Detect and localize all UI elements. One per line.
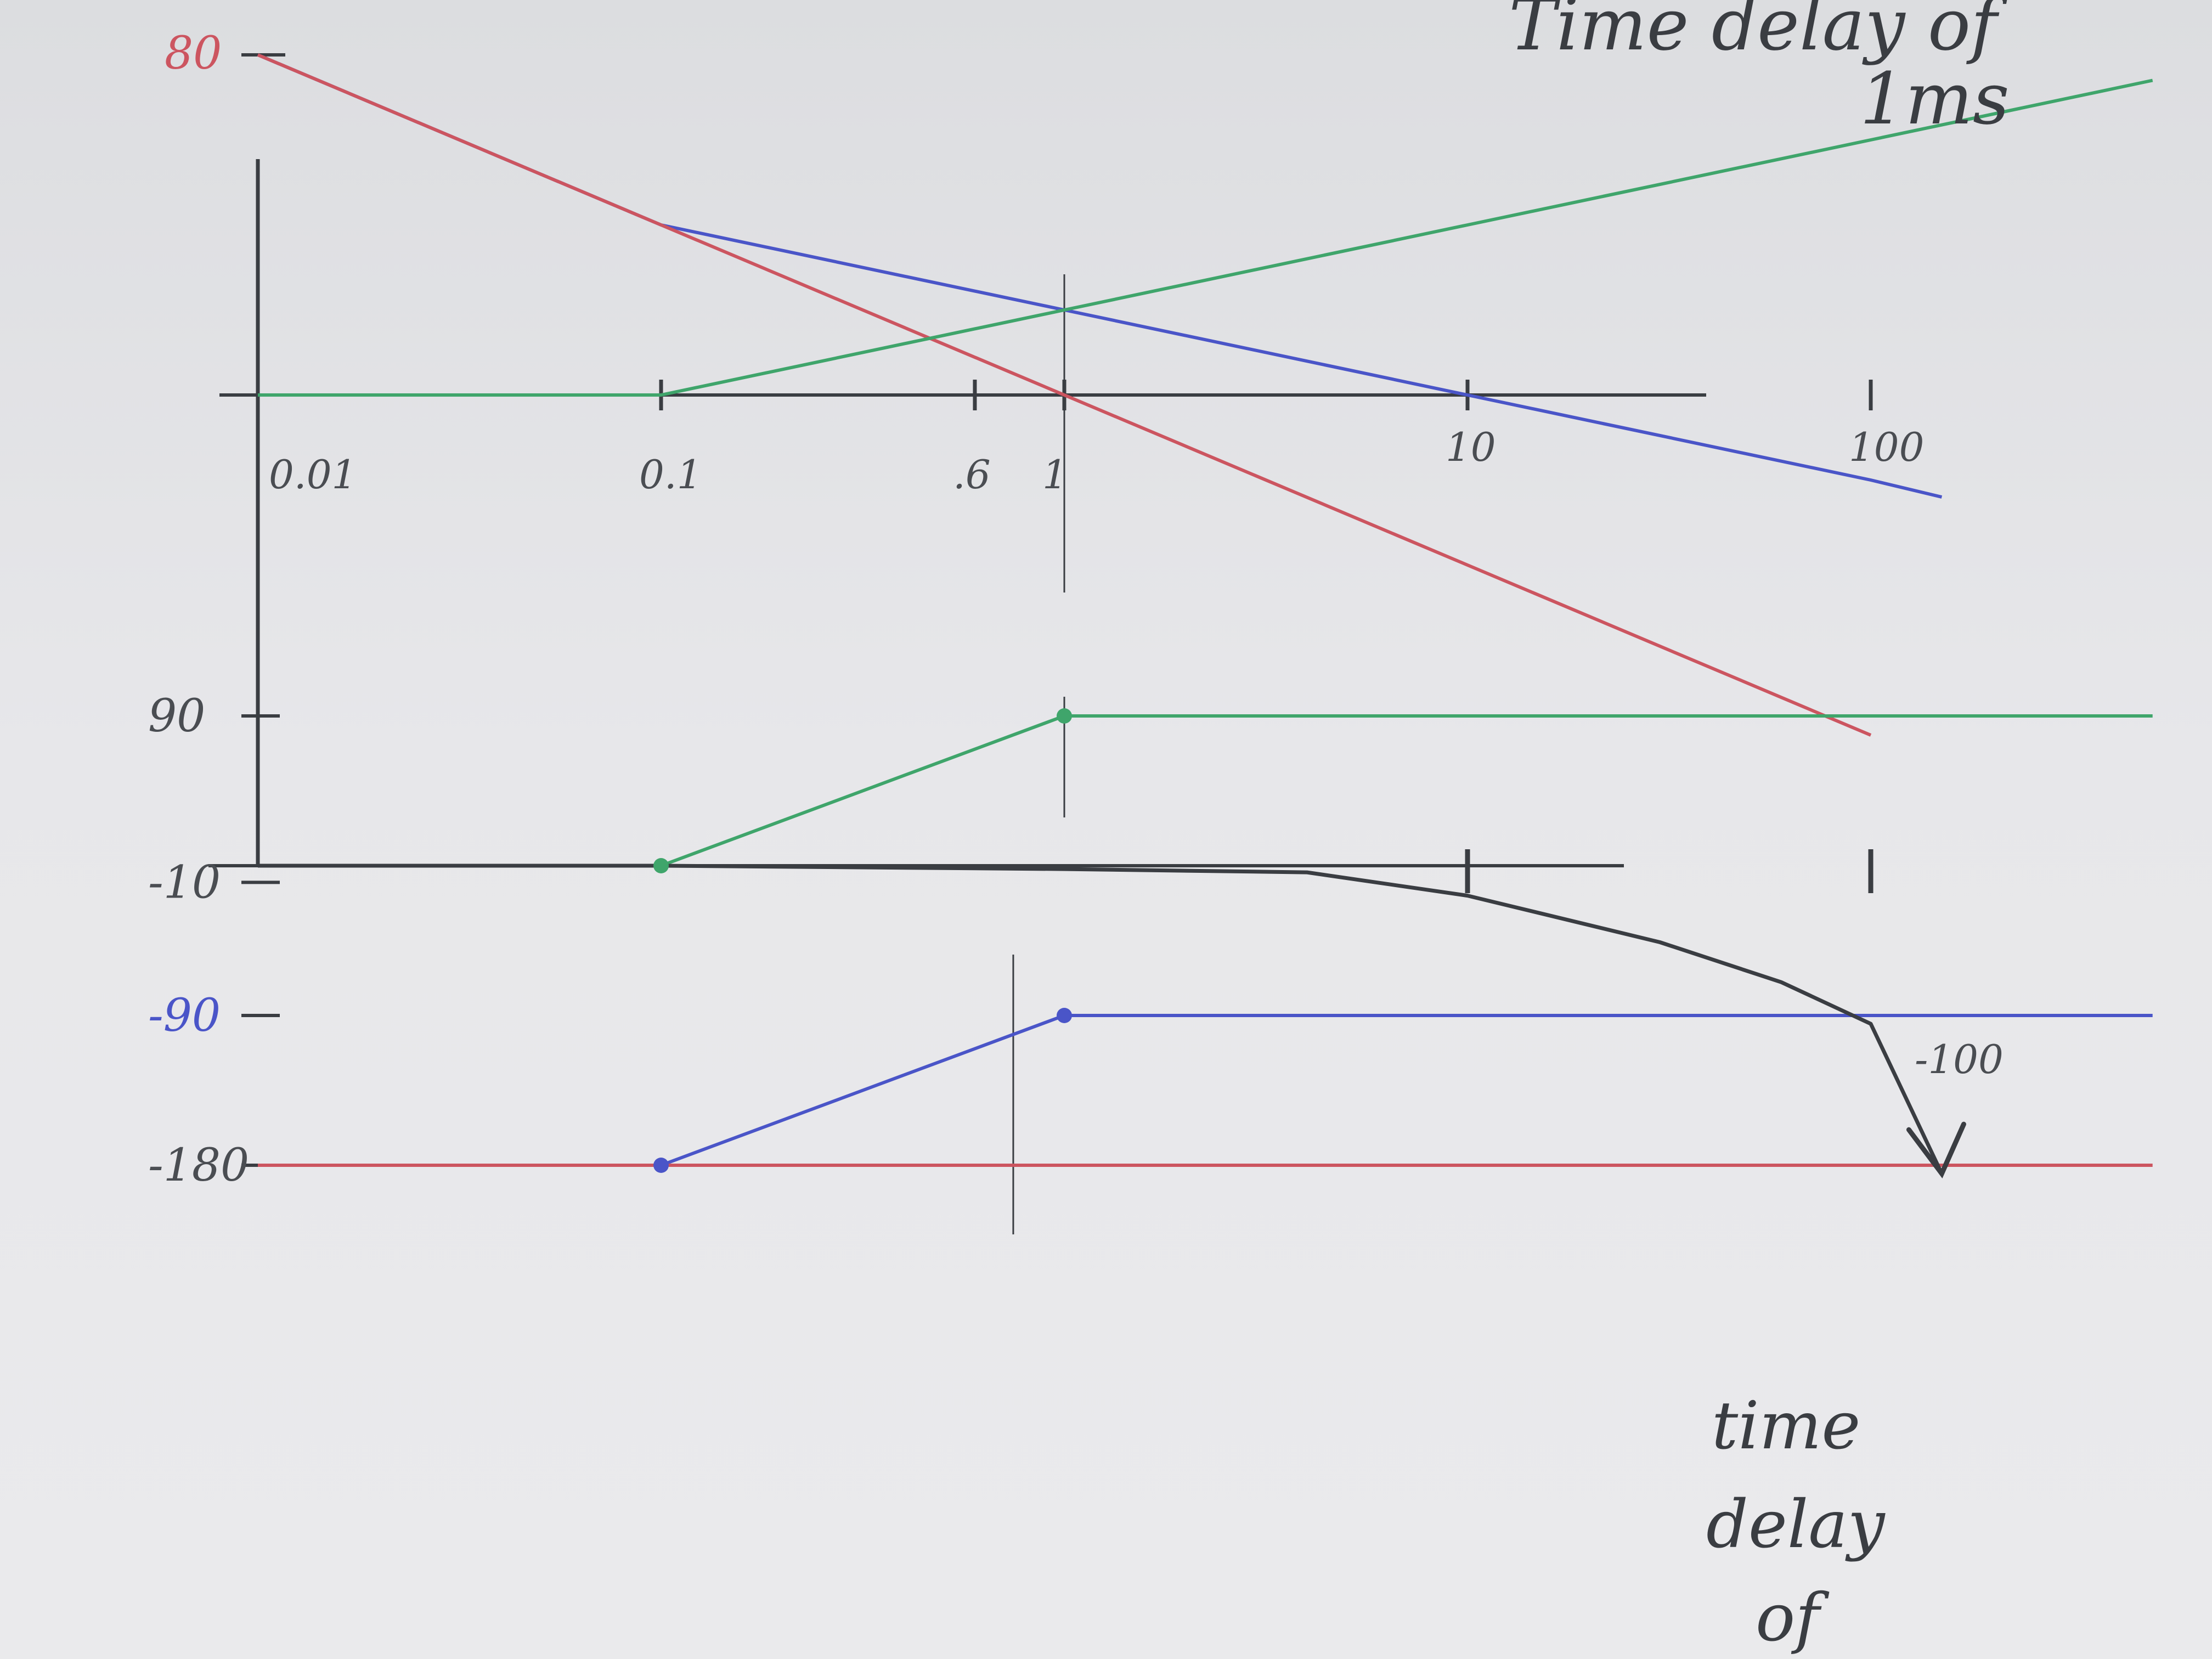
corner-point bbox=[653, 1158, 669, 1173]
phase-series-blue bbox=[258, 1014, 2153, 1167]
note-arrow-line2: delay bbox=[1706, 1487, 1886, 1563]
phase-series-green bbox=[258, 714, 2153, 867]
mag-x-tick-label: 0.01 bbox=[269, 452, 357, 498]
note-top-right-line2: 1ms bbox=[1860, 57, 2010, 140]
corner-point bbox=[1057, 1008, 1072, 1023]
phase-y-tick-label: 90 bbox=[148, 690, 205, 742]
mag-series-blue bbox=[257, 53, 1943, 499]
axes-layer bbox=[208, 53, 1874, 1234]
mag-x-tick-label: 100 bbox=[1849, 424, 1924, 470]
delay-arrowhead bbox=[1906, 1121, 1966, 1178]
mag-series-red bbox=[257, 53, 1872, 737]
mag-x-tick-label: 0.1 bbox=[639, 452, 702, 498]
phase-series-pencil bbox=[258, 864, 1944, 1175]
labels-layer: 0.01 0.1 .6 1 10 100 80 90 -10 -90 -180 -100 bbox=[148, 27, 2004, 1192]
corner-point bbox=[653, 858, 669, 873]
note-arrow-line3: of bbox=[1756, 1580, 1830, 1656]
mag-series-green bbox=[258, 78, 2153, 397]
phase-y-tick-label: -180 bbox=[148, 1139, 249, 1192]
phase-y-tick-label: -10 bbox=[148, 856, 221, 909]
mag-y-tick-label: 80 bbox=[165, 27, 222, 80]
note-arrow-line1: time bbox=[1712, 1388, 1860, 1464]
mag-x-tick-label: .6 bbox=[953, 452, 991, 498]
curves-layer bbox=[257, 53, 2153, 1178]
phase-x-tick-label: -100 bbox=[1915, 1036, 2004, 1082]
note-top-right-line1: Time delay of bbox=[1509, 0, 2008, 66]
notes-layer: Time delay of 1ms time delay of bbox=[1509, 0, 2010, 1656]
phase-y-tick-label: -90 bbox=[148, 990, 221, 1042]
mag-x-tick-label: 1 bbox=[1042, 452, 1068, 498]
mag-x-tick-label: 10 bbox=[1446, 424, 1496, 470]
corner-point bbox=[1057, 708, 1072, 724]
